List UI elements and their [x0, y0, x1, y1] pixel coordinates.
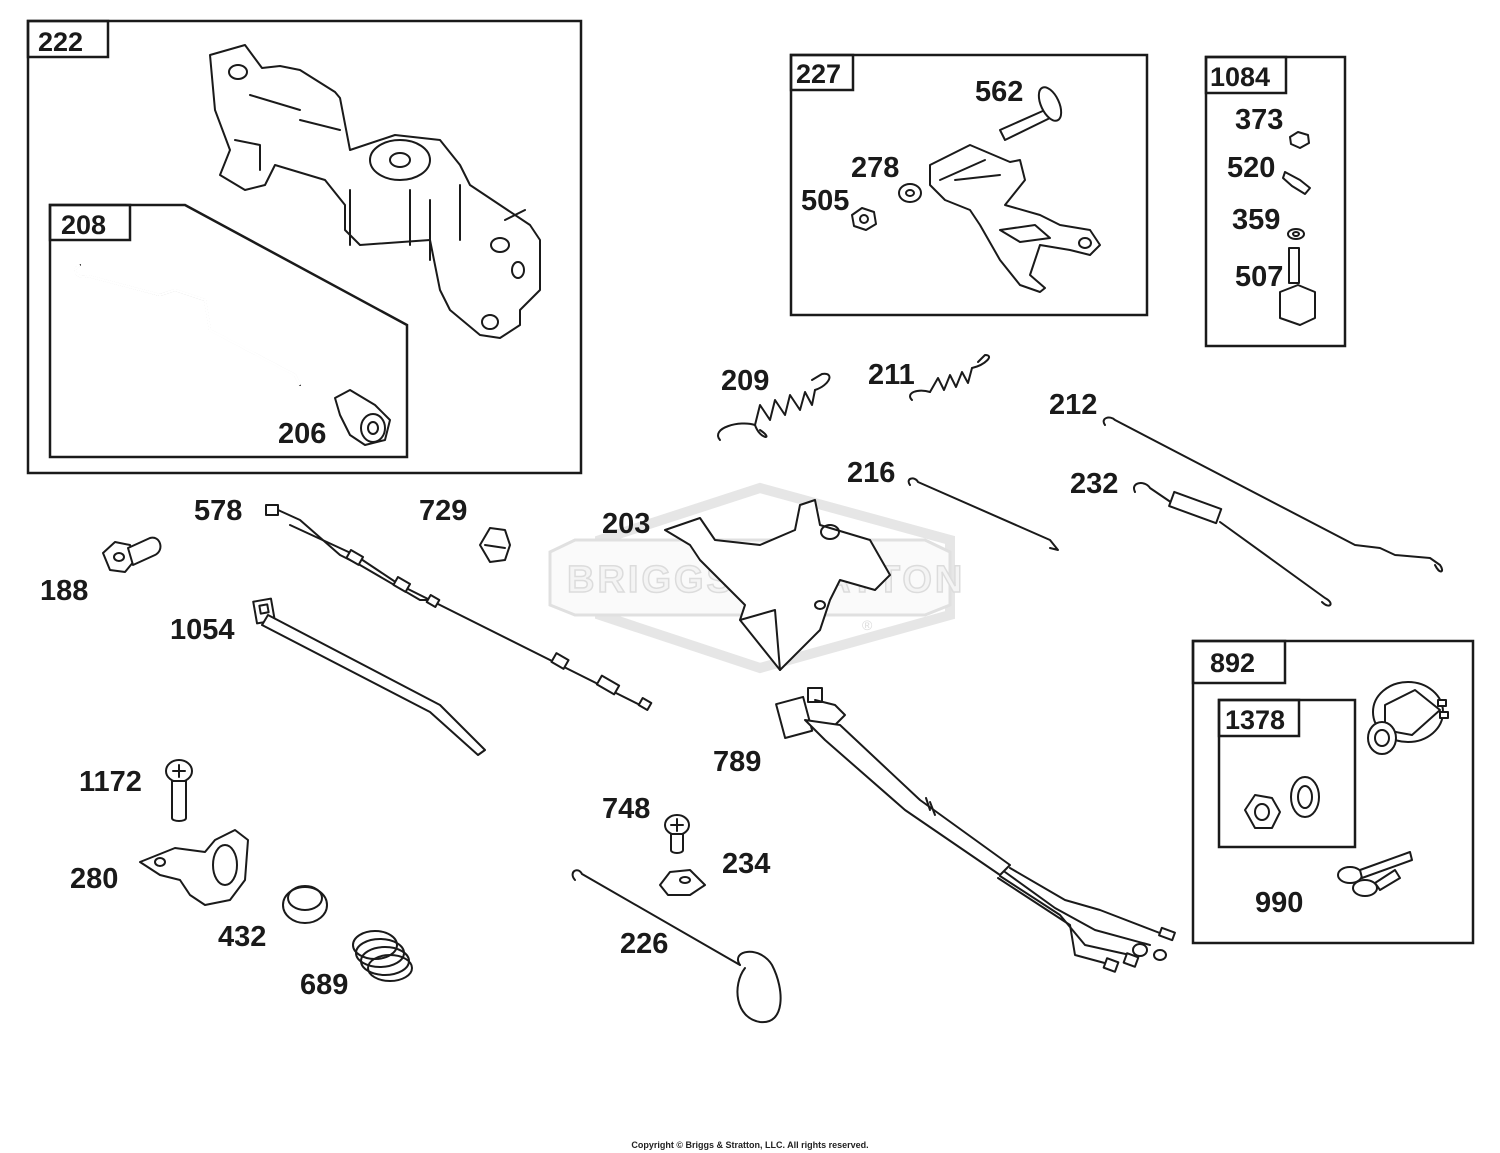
- part-label-505: 505: [801, 185, 849, 217]
- group-box-227: 227: [789, 53, 1149, 317]
- group-label-227: 227: [796, 59, 841, 89]
- knob-drawing: [334, 389, 391, 446]
- part-label-226: 226: [620, 928, 668, 960]
- group-box-208: 208: [48, 203, 409, 459]
- part-label-520: 520: [1227, 152, 1275, 184]
- screw-1172-drawing: [165, 759, 193, 822]
- bracket-203-drawing: [664, 499, 891, 671]
- nut-505-drawing: [851, 207, 877, 231]
- part-label-216: 216: [847, 457, 895, 489]
- washer-278-drawing: [898, 183, 922, 203]
- part-label-188: 188: [40, 575, 88, 607]
- part-label-432: 432: [218, 921, 266, 953]
- lever-bracket-227-drawing: [929, 144, 1101, 293]
- governor-rod-drawing: [74, 263, 302, 386]
- part-label-789: 789: [713, 746, 761, 778]
- spring-232-drawing: [1133, 482, 1332, 607]
- group-box-1378: 1378: [1217, 698, 1357, 849]
- part-label-359: 359: [1232, 204, 1280, 236]
- part-label-234: 234: [722, 848, 770, 880]
- part-label-689: 689: [300, 969, 348, 1001]
- screw-748-drawing: [664, 814, 690, 854]
- washer-359-drawing: [1287, 228, 1305, 240]
- part-label-562: 562: [975, 76, 1023, 108]
- part-label-203: 203: [602, 508, 650, 540]
- governor-bracket-drawing: [209, 44, 541, 339]
- part-label-211: 211: [868, 359, 915, 391]
- group-box-892: 892: [1191, 639, 1475, 945]
- part-label-232: 232: [1070, 468, 1118, 500]
- keys-990-drawing: [1337, 851, 1413, 897]
- part-label-748: 748: [602, 793, 650, 825]
- bracket-280-drawing: [139, 829, 249, 906]
- part-label-373: 373: [1235, 104, 1283, 136]
- terminal-520-drawing: [1282, 171, 1311, 195]
- part-label-278: 278: [851, 152, 899, 184]
- part-label-206: 206: [278, 418, 326, 450]
- group-label-208: 208: [61, 210, 106, 240]
- copyright-notice: Copyright © Briggs & Stratton, LLC. All …: [631, 1140, 868, 1150]
- cable-578-drawing: [265, 504, 653, 711]
- bolt-188-drawing: [102, 536, 162, 573]
- nut-1378-drawing: [1244, 794, 1281, 829]
- clip-729-drawing: [479, 527, 511, 563]
- group-label-1084: 1084: [1210, 62, 1270, 92]
- clip-234-drawing: [659, 869, 706, 896]
- part-label-1172: 1172: [79, 766, 142, 798]
- part-label-729: 729: [419, 495, 467, 527]
- ring-432-drawing: [282, 885, 328, 924]
- lockwasher-1378-drawing: [1290, 776, 1320, 818]
- part-label-990: 990: [1255, 887, 1303, 919]
- cable-tie-1054-drawing: [252, 597, 486, 756]
- bolt-562-drawing: [999, 86, 1063, 141]
- group-box-1084: 1084: [1204, 55, 1347, 348]
- watermark-registered-mark: ®: [862, 617, 873, 633]
- rod-226-drawing: [571, 869, 782, 1024]
- spring-689-drawing: [352, 930, 413, 982]
- part-label-209: 209: [721, 365, 769, 397]
- group-label-892: 892: [1210, 648, 1255, 678]
- rod-212-drawing: [1102, 416, 1444, 573]
- part-label-507: 507: [1235, 261, 1283, 293]
- part-label-212: 212: [1049, 389, 1097, 421]
- switch-507-drawing: [1279, 247, 1316, 326]
- group-label-1378: 1378: [1225, 705, 1285, 735]
- spring-209-drawing: [717, 372, 831, 441]
- rod-216-drawing: [907, 477, 1059, 551]
- nut-373-drawing: [1289, 131, 1310, 149]
- part-label-280: 280: [70, 863, 118, 895]
- harness-789-drawing: [775, 687, 1176, 973]
- spring-211-drawing: [909, 354, 991, 401]
- part-label-1054: 1054: [170, 614, 235, 646]
- ignition-switch-892-drawing: [1367, 681, 1449, 755]
- group-label-222: 222: [38, 27, 83, 57]
- group-box-222: 222: [26, 19, 583, 475]
- part-label-578: 578: [194, 495, 242, 527]
